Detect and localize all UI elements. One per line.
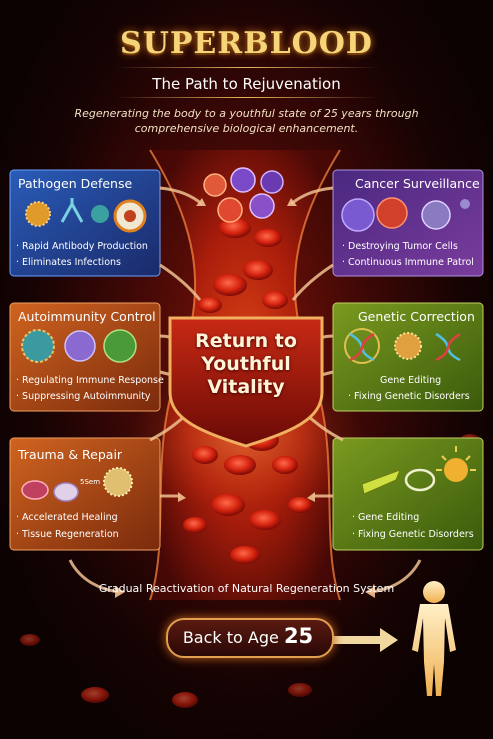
immune-cell-cluster (203, 167, 284, 223)
panel-autoimmunity-line-2: · Suppressing Autoimmunity (16, 391, 151, 402)
cta-arrow (330, 628, 398, 652)
panel-trauma-title: Trauma & Repair (18, 447, 123, 462)
panel-genetic-line-1: Gene Editing (380, 375, 442, 386)
human-figure-icon (412, 581, 456, 696)
autoimmunity-cells (21, 329, 137, 363)
center-line-2: Youthful (201, 353, 291, 375)
panel-pathogen-title: Pathogen Defense (18, 176, 133, 191)
pathogen-cells (25, 198, 147, 233)
panel-genetic-line-2: · Fixing Genetic Disorders (348, 391, 470, 402)
center-message: Return to Youthful Vitality (170, 330, 322, 399)
title-rule-top (115, 67, 378, 68)
panel-trauma-scale-label: 5Sem (80, 478, 101, 486)
panel-cancer-line-2: · Continuous Immune Patrol (342, 257, 474, 268)
panel-pathogen-line-2: · Eliminates Infections (16, 257, 121, 268)
bottom-note: Gradual Reactivation of Natural Regenera… (98, 582, 395, 595)
panel-genetic-title: Genetic Correction (358, 309, 475, 324)
panel-trauma-line-1: · Accelerated Healing (16, 512, 118, 523)
panel-gene2-line-2: · Fixing Genetic Disorders (352, 529, 474, 540)
panel-cancer-bg (332, 169, 484, 277)
center-line-1: Return to (195, 330, 297, 352)
panel-autoimmunity-line-1: · Regulating Immune Response (16, 375, 164, 386)
age-badge (166, 618, 334, 658)
panel-pathogen-line-1: · Rapid Antibody Production (16, 241, 148, 252)
age-badge-prefix: Back to Age (182, 628, 279, 647)
panel-trauma-bg (9, 437, 161, 551)
page-title: SUPERBLOOD (120, 26, 373, 61)
trauma-cells (21, 467, 133, 502)
panel-cancer-title: Cancer Surveillance (355, 176, 480, 191)
panel-autoimmunity-title: Autoimmunity Control (18, 309, 156, 324)
panel-trauma-line-2: · Tissue Regeneration (16, 529, 119, 540)
page-subtitle: The Path to Rejuvenation (152, 75, 341, 93)
panel-pathogen-bg (9, 169, 161, 277)
panel-cancer-line-1: · Destroying Tumor Cells (342, 241, 458, 252)
center-line-3: Vitality (207, 376, 285, 398)
intro-line-1: Regenerating the body to a youthful stat… (74, 107, 419, 120)
intro-text: Regenerating the body to a youthful stat… (40, 106, 453, 136)
panel-gene2-line-1: · Gene Editing (352, 512, 420, 523)
age-badge-text: Back to Age 25 (166, 618, 330, 654)
gene-helix-icon (361, 446, 476, 495)
center-shield (168, 316, 324, 448)
dna-helix-icon (344, 328, 461, 364)
cancer-cells (341, 197, 470, 232)
age-badge-number: 25 (283, 624, 314, 648)
intro-line-2: comprehensive biological enhancement. (134, 122, 359, 135)
title-rule-bottom (115, 97, 378, 98)
